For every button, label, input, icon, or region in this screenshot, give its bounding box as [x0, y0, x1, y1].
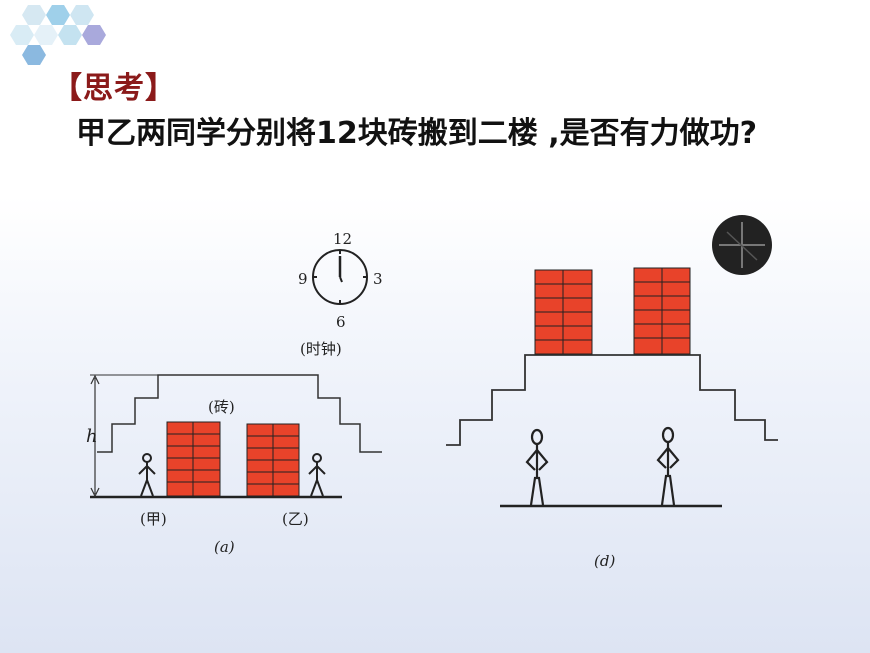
stick-figure-icon [525, 428, 549, 506]
figure-a-caption: (a) [214, 538, 235, 556]
clock-number-6: 6 [336, 313, 346, 331]
clock-number-3: 3 [373, 270, 383, 288]
staircase-d [446, 354, 778, 446]
staircase-a [97, 374, 382, 453]
question-text: 甲乙两同学分别将12块砖搬到二楼 ,是否有力做功? [76, 116, 757, 151]
clock-number-9: 9 [298, 270, 308, 288]
brick-stack-upper-left [534, 269, 593, 355]
hexagon-cluster-icon [10, 5, 106, 65]
stopwatch-icon [712, 215, 772, 275]
person-left-label: (甲) [140, 510, 167, 528]
brick-stack-left [166, 421, 221, 497]
height-symbol: h [86, 426, 98, 447]
stick-figure-icon [138, 453, 156, 497]
stick-figure-icon [308, 453, 326, 497]
slide-heading: 【思考】 [52, 71, 176, 106]
figure-a: 12 3 6 9 (时钟) h (砖) [86, 230, 383, 556]
brick-stack-right [246, 423, 300, 497]
clock-icon: 12 3 6 9 [298, 230, 383, 331]
figure-d-caption: (d) [594, 552, 615, 570]
person-right-label: (乙) [282, 510, 309, 528]
clock-number-12: 12 [333, 230, 352, 248]
clock-label: (时钟) [300, 340, 342, 358]
figure-d: (d) [446, 215, 778, 570]
brick-stack-upper-right [633, 267, 691, 355]
bricks-label: (砖) [208, 398, 235, 416]
stick-figure-icon [656, 426, 680, 506]
